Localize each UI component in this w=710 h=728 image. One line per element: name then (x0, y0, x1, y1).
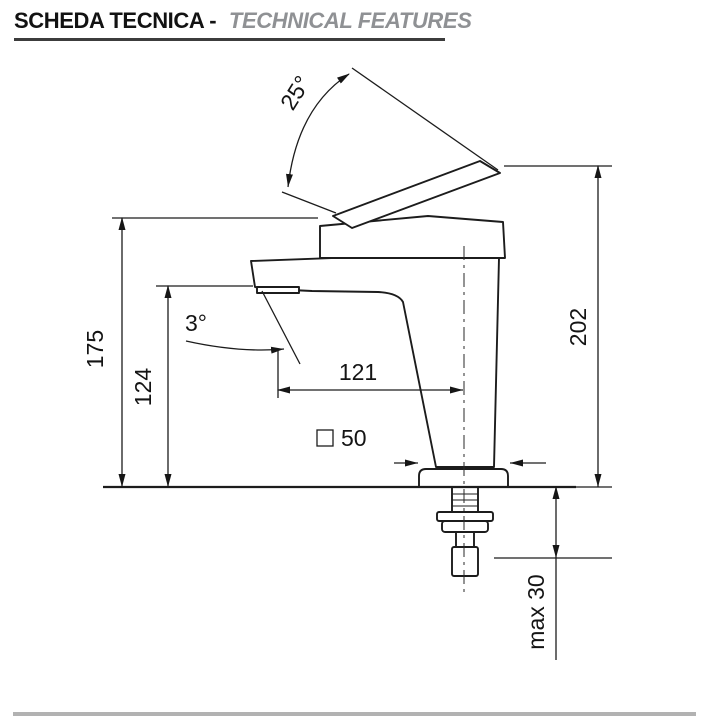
label-spout-angle: 3° (185, 310, 207, 336)
title-english: TECHNICAL FEATURES (228, 8, 472, 33)
fixing-nut (441, 520, 489, 533)
label-total-height: 202 (565, 308, 591, 346)
title-italian: SCHEDA TECNICA - (14, 8, 217, 33)
ext-line-handle-axis (281, 191, 337, 214)
square-symbol-icon (316, 429, 334, 447)
spout-aerator (256, 286, 300, 294)
arc-spout-angle (185, 340, 285, 354)
label-spout-reach: 121 (339, 359, 377, 385)
arc-handle-angle (285, 73, 350, 188)
faucet-head (319, 215, 506, 259)
dimension-labels-group: 25° 202 175 124 3° 121 50 max 30 (82, 71, 591, 650)
label-handle-angle: 25° (275, 71, 315, 114)
label-max-thickness: max 30 (523, 574, 549, 649)
supply-pipe (455, 531, 475, 548)
dimension-lines-group (112, 67, 612, 660)
label-outlet-height: 124 (130, 368, 156, 407)
supply-connector (451, 546, 479, 577)
ext-line-handle-open (351, 67, 499, 171)
page-title: SCHEDA TECNICA - TECHNICAL FEATURES (14, 8, 472, 34)
label-base-size: 50 (341, 425, 367, 451)
faucet-outline-group (103, 160, 576, 577)
faucet-base (418, 468, 509, 488)
footer-divider (13, 712, 696, 716)
label-body-height: 175 (82, 330, 108, 368)
faucet-handle (332, 160, 501, 229)
fixing-washer (436, 511, 494, 522)
header-divider (14, 38, 445, 41)
ext-line-spout-angle (261, 290, 301, 365)
